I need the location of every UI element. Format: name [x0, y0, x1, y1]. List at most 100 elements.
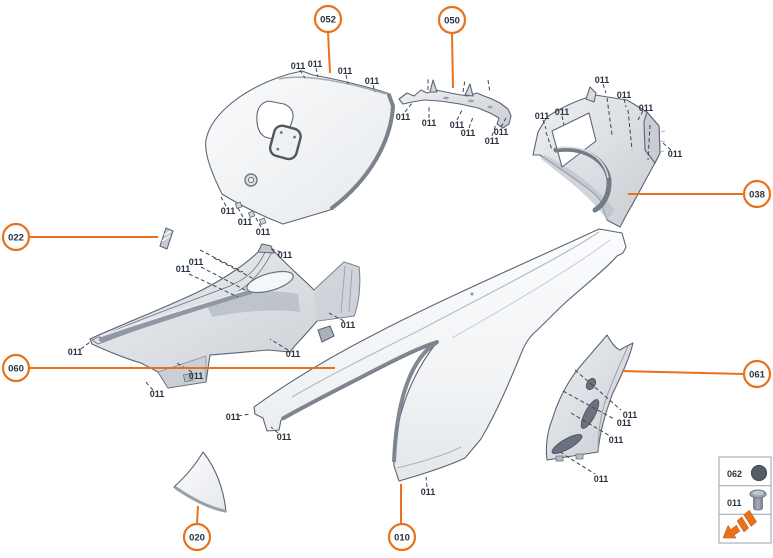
dashed-leader: [255, 217, 262, 228]
callout-061-label: 061: [749, 370, 766, 381]
part-060-sail-cap: [257, 243, 275, 254]
dashed-leader: [328, 312, 345, 322]
part-060-front-box: [157, 355, 207, 389]
part-052-tab: [234, 201, 243, 210]
part-052-body: [205, 70, 394, 225]
callout-038[interactable]: 038: [742, 179, 772, 209]
part-010-quarter-panel[interactable]: [253, 228, 627, 482]
part-061-foot: [575, 453, 584, 460]
part-038-prong: [585, 86, 597, 103]
fastener-label: 011: [609, 435, 624, 445]
part-061-foot: [555, 455, 564, 462]
part-050-rail-bracket[interactable]: [398, 79, 512, 129]
part-060-bracket: [317, 325, 335, 343]
dashed-leader: [269, 338, 289, 351]
fastener-label: 011: [595, 75, 610, 85]
part-052-tab: [258, 217, 267, 226]
leader-052: [327, 31, 331, 74]
callout-052-label: 052: [320, 15, 336, 26]
dashed-leader: [491, 123, 497, 137]
dashed-leader: [562, 390, 615, 420]
callout-038-circle[interactable]: [742, 179, 772, 209]
fastener-label: 011: [623, 410, 638, 420]
part-038-flange: [643, 111, 661, 164]
dashed-leader: [237, 413, 251, 417]
fastener-label: 011: [555, 107, 570, 117]
leader-020: [196, 505, 199, 525]
callout-022-label: 022: [8, 233, 24, 244]
dashed-leader: [662, 142, 672, 151]
part-022-clip[interactable]: [159, 227, 174, 250]
callout-leader-lines: [29, 31, 745, 525]
callout-050[interactable]: 050: [437, 5, 467, 35]
fastener-label: 011: [617, 90, 632, 100]
legend-row-011[interactable]: 011: [727, 489, 767, 511]
callout-060[interactable]: 060: [1, 353, 31, 383]
grommet-icon: [750, 464, 768, 482]
fastener-label: 011: [286, 349, 301, 359]
part-061-pillar-trim[interactable]: [545, 334, 634, 462]
part-038-opening: [551, 112, 597, 168]
dashed-leader: [542, 119, 553, 151]
dashed-leader: [220, 196, 227, 207]
fastener-label: 011: [291, 61, 306, 71]
dashed-leader: [315, 67, 319, 78]
part-060-sill-tube: [98, 287, 254, 343]
leader-061: [621, 370, 745, 375]
dashed-leader: [270, 426, 279, 434]
part-038-shading: [540, 155, 615, 220]
dashed-leader: [559, 451, 596, 475]
fastener-label: 011: [256, 227, 271, 237]
callout-022-circle[interactable]: [1, 222, 31, 252]
fastener-label: 011: [485, 136, 500, 146]
part-010-rocker-crease: [396, 446, 462, 469]
callout-052-circle[interactable]: [313, 4, 343, 34]
callout-020[interactable]: 020: [182, 522, 212, 552]
callout-010[interactable]: 010: [387, 522, 417, 552]
fastener-label: 011: [450, 120, 465, 130]
callout-050-circle[interactable]: [437, 5, 467, 35]
fastener-label: 011: [68, 347, 83, 357]
dashed-leader-lines: [80, 67, 672, 488]
callout-052[interactable]: 052: [313, 4, 343, 34]
fastener-label: 011: [668, 149, 683, 159]
fastener-label: 011: [617, 418, 632, 428]
part-010-crease: [451, 239, 611, 339]
fastener-label: 011: [639, 103, 654, 113]
part-010-surface-dot: [470, 292, 474, 296]
part-038-tube: [553, 146, 612, 213]
callout-020-circle[interactable]: [182, 522, 212, 552]
fastener-label: 011: [338, 66, 353, 76]
part-050-fin: [464, 83, 474, 97]
dashed-leader: [345, 74, 349, 85]
part-060-foot: [183, 372, 194, 383]
part-038-serration: [659, 130, 666, 153]
part-061-slot: [551, 433, 583, 455]
part-022-stripes: [161, 230, 172, 242]
callout-060-circle[interactable]: [1, 353, 31, 383]
callout-060-label: 060: [8, 364, 24, 375]
callout-010-circle[interactable]: [387, 522, 417, 552]
callout-061[interactable]: 061: [742, 359, 772, 389]
part-038-tube-highlight: [556, 146, 609, 179]
part-020-sail-panel[interactable]: [173, 451, 227, 513]
part-060-rocker-assembly[interactable]: [89, 243, 361, 389]
dashed-leader: [468, 116, 474, 129]
fastener-label: 011: [535, 111, 550, 121]
legend-row-arrow[interactable]: [718, 509, 758, 544]
dashed-leader: [602, 83, 613, 136]
dashed-leader: [427, 78, 430, 118]
legend-row-062[interactable]: 062: [727, 464, 768, 482]
dashed-leader: [199, 249, 244, 273]
legend-062-label: 062: [727, 469, 742, 479]
callout-061-circle[interactable]: [742, 359, 772, 389]
part-052-top-edge: [278, 76, 387, 95]
part-052-wheelhouse-liner[interactable]: [205, 70, 396, 226]
fastener-label: 011: [341, 320, 356, 330]
rivet-icon: [749, 489, 767, 511]
dashed-leader: [299, 69, 306, 79]
callout-022[interactable]: 022: [1, 222, 31, 252]
legend: 062 011: [718, 456, 772, 544]
